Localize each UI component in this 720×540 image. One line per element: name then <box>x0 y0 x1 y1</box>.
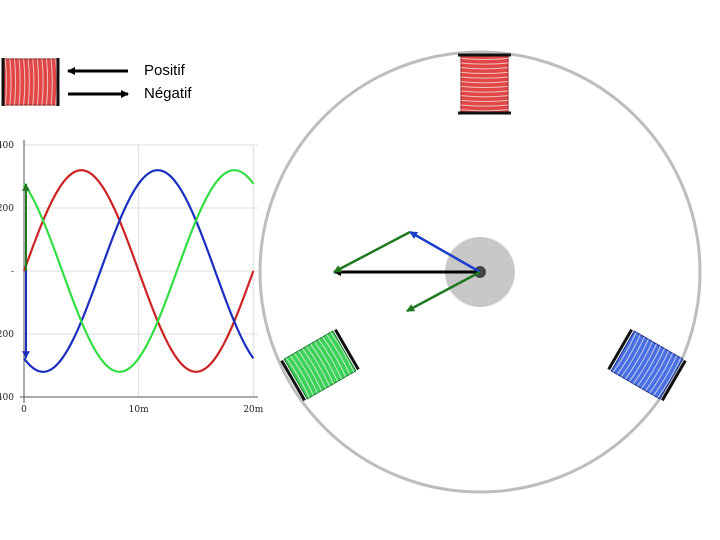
coil-winding <box>460 85 509 88</box>
coil-winding <box>460 67 509 70</box>
coil-winding <box>46 58 49 106</box>
y-tick-label: - <box>11 267 14 277</box>
coil-winding <box>50 58 53 106</box>
stator-ring <box>258 50 702 494</box>
coil-winding <box>41 58 44 106</box>
coil-winding <box>23 58 26 106</box>
coil-winding <box>460 104 509 107</box>
blue-coil-icon <box>607 328 687 402</box>
coil-winding <box>318 338 343 380</box>
coil-winding <box>624 339 649 380</box>
coil-winding <box>302 348 326 389</box>
coil-winding <box>616 334 641 375</box>
coil-winding <box>460 95 509 98</box>
coil-winding <box>629 341 653 382</box>
coil-winding <box>13 58 17 106</box>
coil-winding <box>645 350 670 392</box>
coil-winding <box>460 57 509 60</box>
coil-winding <box>612 332 637 373</box>
waveform-chart: 400 200 - -200 -400 0 10m 20m <box>0 140 264 415</box>
coil-winding <box>32 58 35 106</box>
coil-winding <box>641 348 666 389</box>
series-line <box>23 169 255 373</box>
green-coil-icon <box>280 328 360 402</box>
series-line <box>23 169 255 373</box>
coil-winding <box>310 343 334 384</box>
coil-winding <box>460 109 509 112</box>
green-vector-arrow <box>333 230 411 274</box>
coil-winding <box>4 58 7 106</box>
coil-winding <box>306 345 330 387</box>
coil-winding <box>460 90 509 93</box>
x-tick-label: 20m <box>243 405 263 415</box>
coil-winding <box>460 99 509 102</box>
coil-winding <box>653 355 678 396</box>
coil-winding <box>36 58 40 106</box>
coil-winding <box>293 352 318 394</box>
coil-winding <box>637 346 661 387</box>
legend-positive-label: Positif <box>144 62 185 79</box>
coil-winding <box>460 62 509 65</box>
coil-winding <box>460 71 509 74</box>
coil-winding <box>27 58 30 106</box>
coil-winding <box>314 341 339 382</box>
blue-vector-arrow <box>409 230 481 274</box>
coil-winding <box>285 357 310 398</box>
y-tick-label: -200 <box>0 330 14 340</box>
x-tick-label: 10m <box>129 405 149 415</box>
coil-winding <box>9 58 12 106</box>
coil-winding <box>326 334 351 375</box>
coil-winding <box>649 353 674 394</box>
coil-winding <box>620 336 645 378</box>
coil-winding <box>657 357 682 399</box>
legend-coil-icon <box>1 58 60 106</box>
coil-winding <box>297 350 322 391</box>
x-tick-label: 0 <box>21 405 27 415</box>
coil-winding <box>322 336 347 377</box>
series-line <box>22 169 255 373</box>
coil-winding <box>633 343 657 385</box>
marker-arrowhead <box>22 351 30 359</box>
coil-winding <box>330 331 355 373</box>
legend-negative-label: Négatif <box>144 85 192 102</box>
coil-winding <box>460 76 509 79</box>
y-tick-label: 200 <box>0 204 14 214</box>
red-coil-icon <box>458 53 511 115</box>
y-tick-label: -400 <box>0 393 14 403</box>
y-tick-label: 400 <box>0 141 14 151</box>
green-vector-lower-arrow <box>406 270 481 313</box>
coil-winding <box>289 355 314 396</box>
marker-arrowhead <box>22 183 30 191</box>
coil-winding <box>18 58 21 106</box>
coil-winding <box>460 81 509 84</box>
